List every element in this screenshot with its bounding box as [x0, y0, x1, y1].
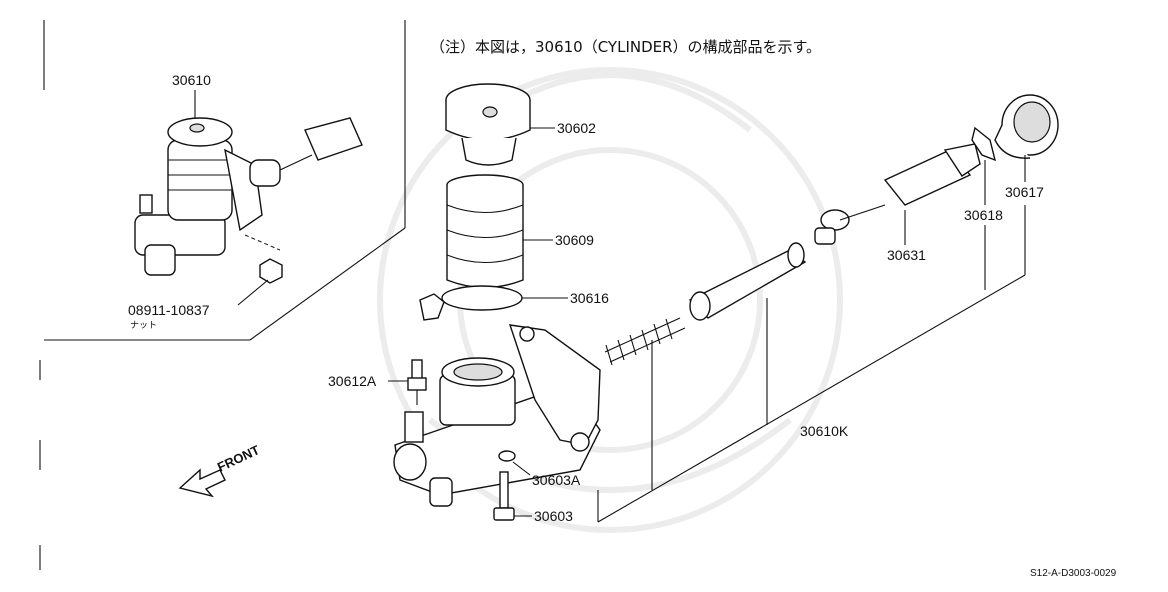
watermark-emblem	[377, 67, 843, 533]
cylinder-body	[393, 324, 601, 507]
label-30617: 30617	[1005, 184, 1044, 200]
label-30610K: 30610K	[800, 423, 849, 439]
diaphragm-30609	[446, 174, 524, 289]
inset-frame	[39, 20, 406, 570]
bolt-30603	[493, 471, 515, 521]
diagram-code: S12-A-D3003-0029	[1030, 568, 1117, 579]
reservoir-cap-30602	[445, 83, 531, 166]
label-nut-caption: ナット	[130, 320, 157, 330]
band-30616	[419, 285, 523, 321]
push-rod-30631	[814, 143, 981, 245]
label-30618: 30618	[964, 207, 1003, 223]
front-direction-arrow: FRONT	[178, 442, 262, 498]
spring	[604, 317, 686, 366]
label-30616: 30616	[570, 290, 609, 306]
front-label: FRONT	[215, 442, 262, 475]
label-30602: 30602	[557, 120, 596, 136]
inset-cylinder-assembly	[134, 117, 363, 284]
label-08911-10837: 08911-10837	[128, 302, 210, 318]
label-30631: 30631	[887, 247, 926, 263]
label-30603A: 30603A	[532, 472, 581, 488]
boot-30617	[994, 94, 1059, 159]
repair-kit-bracket	[597, 205, 1026, 523]
label-30612A: 30612A	[328, 373, 377, 389]
bleeder-screw-30612A	[407, 359, 427, 405]
piston	[688, 242, 807, 321]
gasket-30603A	[498, 450, 516, 462]
diagram-note: （注）本図は，30610（CYLINDER）の構成部品を示す。	[430, 38, 821, 56]
label-30610: 30610	[172, 72, 211, 88]
snap-ring-30618	[971, 126, 997, 162]
label-30609: 30609	[555, 232, 594, 248]
label-30603: 30603	[534, 508, 573, 524]
